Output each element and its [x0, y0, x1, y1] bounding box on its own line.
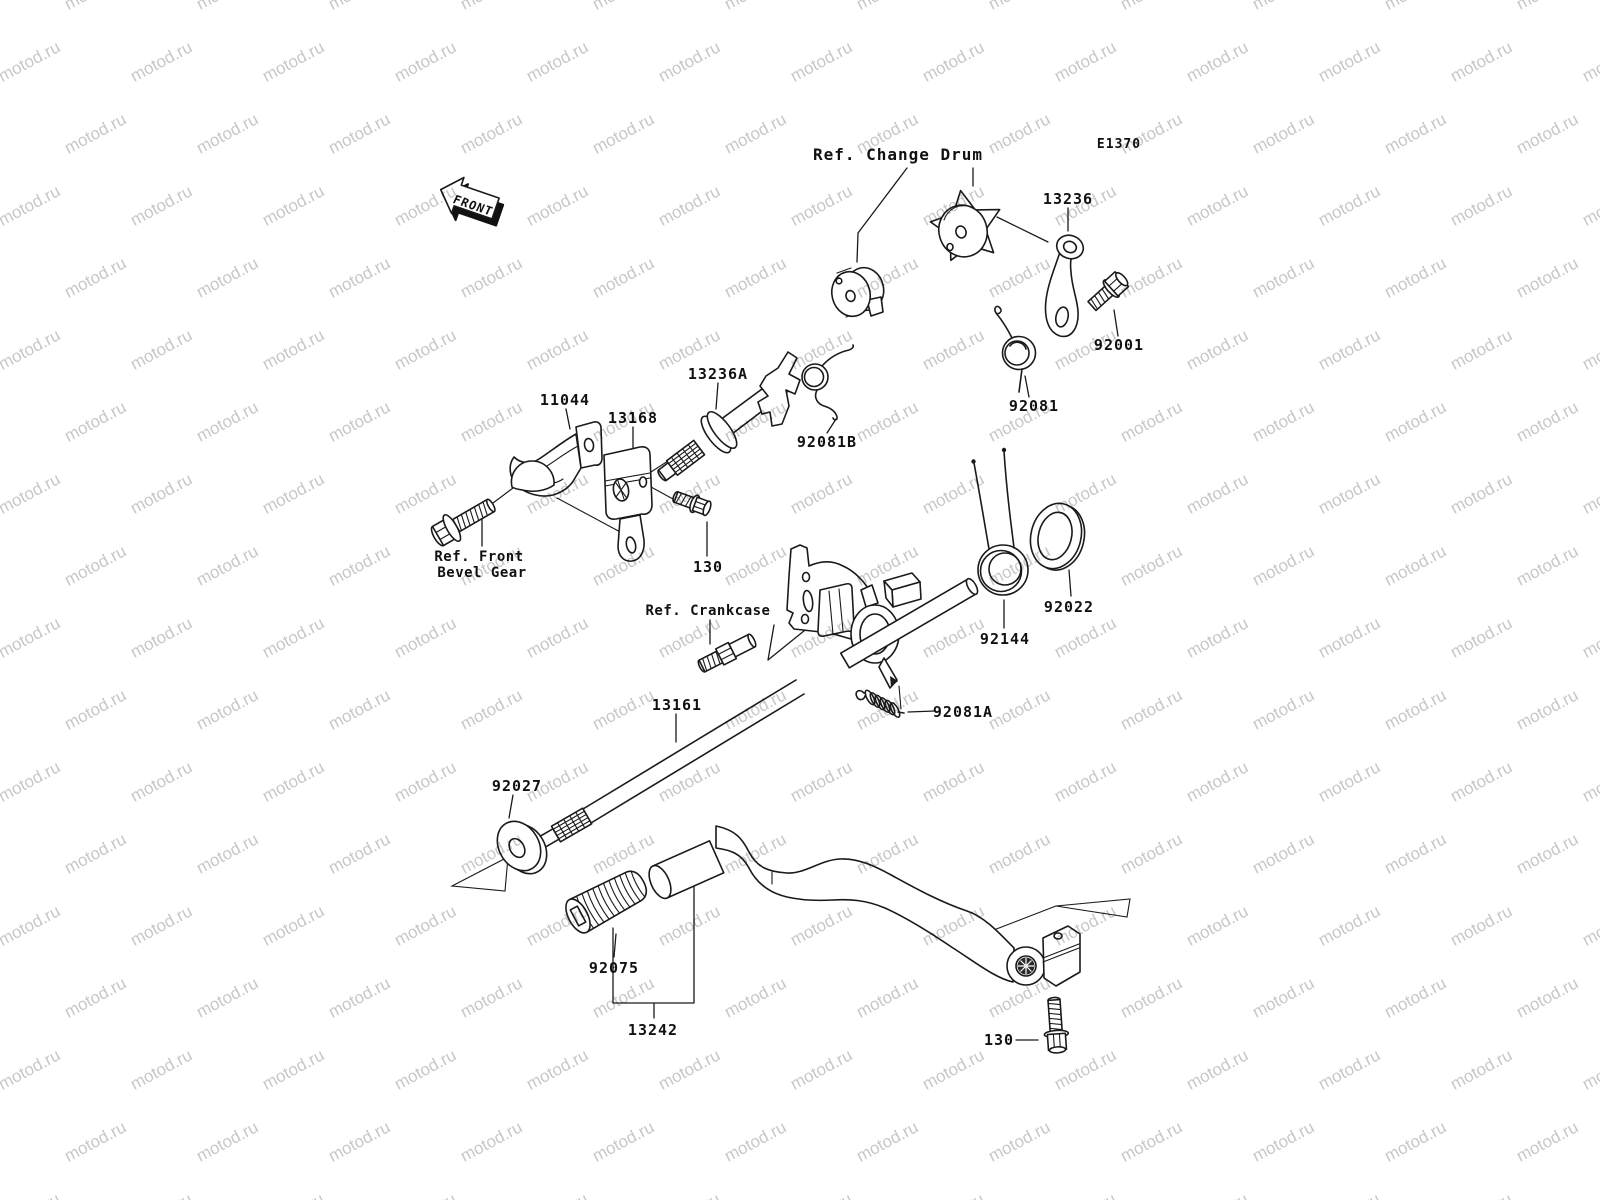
washer-92022 — [1029, 502, 1086, 571]
bolt-130-upper — [672, 490, 712, 517]
label-ref-change-drum: Ref. Change Drum — [813, 145, 983, 164]
label-13161: 13161 — [652, 696, 702, 714]
return-spring-92081 — [994, 305, 1037, 393]
front-direction-arrow: FRONT — [439, 176, 505, 227]
pedal-rubber-92075 — [565, 870, 648, 934]
gear-shift-shaft-right-end — [839, 577, 979, 669]
label-ref-front-line2: Bevel Gear — [437, 565, 526, 581]
gear-change-lever-13236 — [1044, 234, 1085, 338]
label-ref-crankcase: Ref. Crankcase — [645, 603, 770, 619]
bracket-11044 — [509, 421, 603, 497]
label-ref-front-line1: Ref. Front — [434, 549, 523, 565]
crankcase-bracket — [786, 544, 876, 642]
label-13242: 13242 — [628, 1021, 678, 1039]
label-92081b: 92081B — [797, 433, 857, 451]
washer-92027 — [496, 820, 548, 875]
label-92001: 92001 — [1094, 336, 1144, 354]
label-13168: 13168 — [608, 409, 658, 427]
label-92081a: 92081A — [933, 703, 993, 721]
shaft-holder-13168 — [603, 446, 653, 562]
label-130-upper: 130 — [693, 558, 723, 576]
label-92075: 92075 — [589, 959, 639, 977]
shift-cam-star — [929, 189, 1001, 262]
shift-shaft-13236a — [657, 351, 801, 482]
leader-lines — [450, 167, 1131, 1041]
pawl-return-spring-92081a — [855, 689, 905, 719]
label-92027: 92027 — [492, 777, 542, 795]
label-11044: 11044 — [540, 391, 590, 409]
pedal-return-spring-92144 — [971, 447, 1029, 596]
label-92144: 92144 — [980, 630, 1030, 648]
gear-change-pedal-13242 — [648, 825, 1081, 987]
part-labels: Ref. Change Drum E1370 13236 92001 92081… — [434, 137, 1144, 1049]
label-130-lower: 130 — [984, 1031, 1014, 1049]
label-92022: 92022 — [1044, 598, 1094, 616]
bolt-92001 — [1087, 271, 1130, 312]
crankcase-stud — [697, 633, 757, 673]
label-13236a: 13236A — [688, 365, 748, 383]
label-diagram-code: E1370 — [1097, 137, 1141, 152]
bolt-ref-front-bevel — [430, 498, 496, 547]
pawl-tip — [878, 657, 902, 710]
change-drum-end-disc — [830, 266, 885, 318]
label-92081: 92081 — [1009, 397, 1059, 415]
pawl-spring-92081b — [801, 344, 855, 421]
bolt-130-lower — [1043, 996, 1070, 1054]
label-13236: 13236 — [1043, 190, 1093, 208]
